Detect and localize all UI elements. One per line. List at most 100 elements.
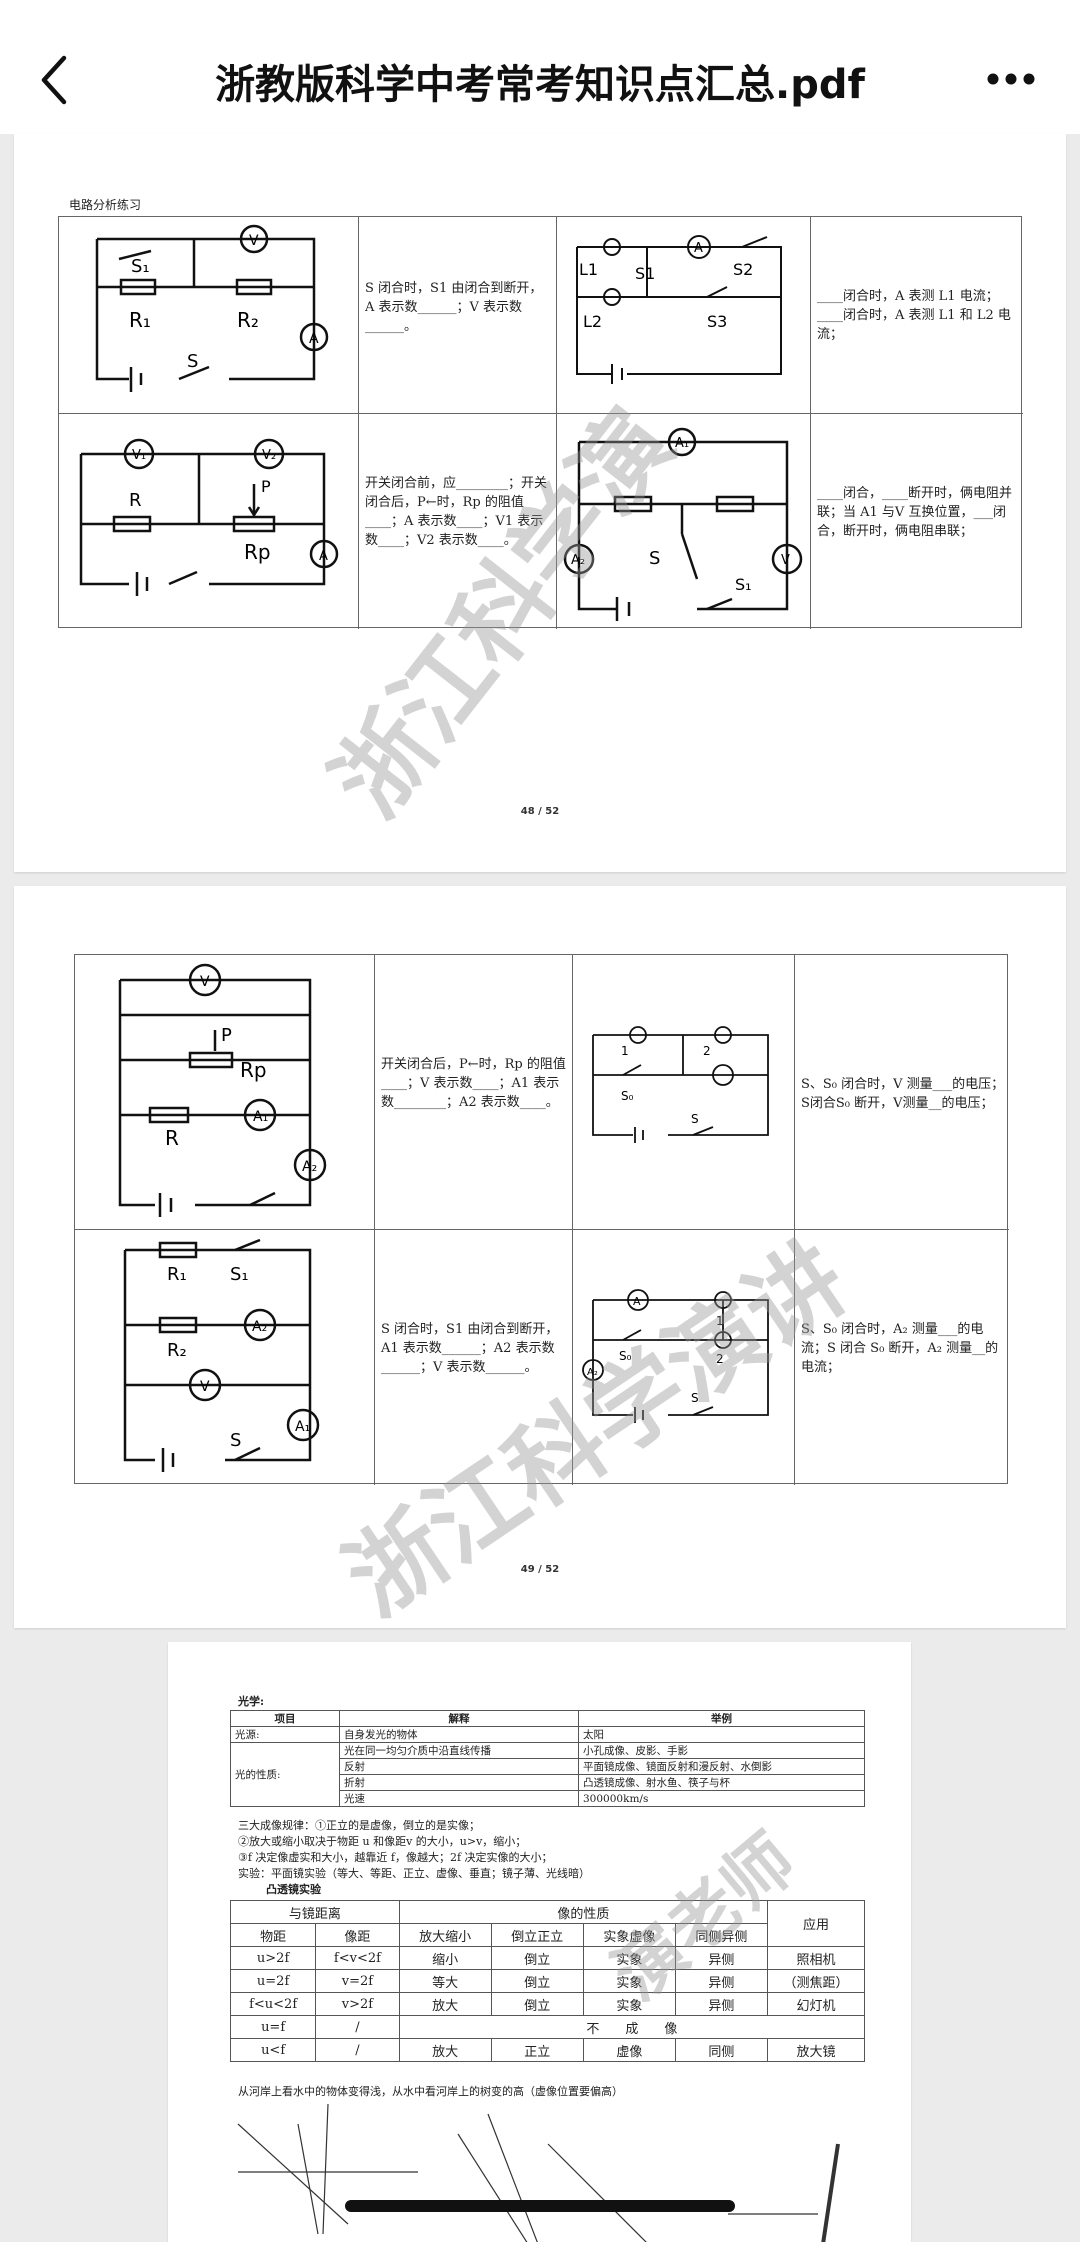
svg-text:A₂: A₂ (587, 1367, 598, 1378)
circuit-diagram-6: 1 2 S₀ S (592, 1026, 769, 1143)
circuit-diagram-4: A₁ A₂ V S S₁ (563, 427, 803, 621)
circuit-diagram-cell: 1 2 S₀ S (573, 955, 795, 1230)
svg-text:L2: L2 (583, 312, 602, 331)
svg-text:L1: L1 (579, 260, 598, 279)
svg-text:R₂: R₂ (237, 308, 259, 332)
question-text-8: S、S₀ 闭合时，A₂ 测量___的电流；S 闭合 S₀ 断开，A₂ 测量__的… (801, 1322, 999, 1375)
svg-text:A₂: A₂ (571, 553, 585, 568)
question-cell: 开关闭合前，应________；开关闭合后，P←时，Rp 的阻值____；A 表… (359, 414, 557, 629)
question-cell: S 闭合时，S1 由闭合到断开，A 表示数______；V 表示数______。 (359, 217, 557, 414)
svg-text:R₁: R₁ (129, 308, 151, 332)
table-row: 光源: 自身发光的物体 太阳 (230, 1726, 865, 1743)
circuit-diagram-7: R₁ S₁ R₂ A₂ V A₁ S (123, 1238, 320, 1472)
svg-text:S: S (230, 1430, 241, 1451)
pdf-page-50[interactable]: 光学: 项目 解释 举例 光源: 自身发光的物体 太阳 光的性质: 光在同一均匀… (168, 1642, 911, 2242)
svg-text:S: S (691, 1391, 699, 1405)
pdf-page-49[interactable]: V P Rp R A₁ A₂ 开关闭合后，P←时，Rp 的阻值____；V 表示… (14, 886, 1066, 1628)
circuit-diagram-cell: R₁ S₁ R₂ A₂ V A₁ S (75, 1230, 375, 1485)
question-text-7: S 闭合时，S1 由闭合到断开，A1 表示数______；A2 表示数_____… (381, 1322, 559, 1375)
svg-text:2: 2 (703, 1044, 711, 1058)
svg-text:S: S (649, 548, 660, 569)
question-cell: S 闭合时，S1 由闭合到断开，A1 表示数______；A2 表示数_____… (375, 1230, 573, 1485)
svg-text:R: R (129, 490, 142, 511)
ammeter-label: A (309, 331, 319, 347)
svg-text:S: S (691, 1112, 699, 1126)
svg-text:S₀: S₀ (621, 1089, 634, 1103)
question-text-1: S 闭合时，S1 由闭合到断开，A 表示数______；V 表示数______。 (365, 281, 543, 334)
svg-text:S₁: S₁ (735, 575, 752, 594)
circuit-diagram-cell: A L1 S1 S2 L2 S3 (557, 217, 811, 414)
question-text-3: 开关闭合前，应________；开关闭合后，P←时，Rp 的阻值____；A 表… (365, 476, 548, 548)
svg-text:A₁: A₁ (295, 1419, 310, 1435)
question-cell: ____闭合，____断开时，俩电阻并联；当 A1 与V 互换位置，___闭合，… (811, 414, 1023, 629)
section-heading: 光学: (238, 1695, 265, 1708)
circuit-diagram-cell: V₁ V₂ A R P Rp (59, 414, 359, 629)
circuit-diagram-cell: V P Rp R A₁ A₂ (75, 955, 375, 1230)
question-cell: ____闭合时，A 表测 L1 电流；____闭合时，A 表测 L1 和 L2 … (811, 217, 1023, 414)
optics-table: 项目 解释 举例 光源: 自身发光的物体 太阳 光的性质: 光在同一均匀介质中沿… (230, 1710, 865, 1807)
svg-text:V₂: V₂ (262, 448, 276, 463)
voltmeter-label: V (249, 233, 259, 249)
svg-text:S₁: S₁ (131, 256, 150, 277)
more-options-icon[interactable] (986, 72, 1036, 86)
top-bar: 浙教版科学中考常考知识点汇总.pdf (0, 0, 1080, 134)
circuit-diagram-cell: A₁ A₂ V S S₁ (557, 414, 811, 629)
svg-text:V: V (200, 1379, 210, 1395)
circuit-diagram-2: A L1 S1 S2 L2 S3 (576, 235, 782, 384)
question-cell: S、S₀ 闭合时，V 测量___的电压；S闭合S₀ 断开，V测量__的电压； (795, 955, 1009, 1230)
svg-text:A: A (694, 241, 703, 256)
svg-text:A₂: A₂ (252, 1319, 267, 1335)
svg-text:R₁: R₁ (167, 1264, 187, 1285)
svg-text:1: 1 (621, 1044, 629, 1058)
svg-text:S3: S3 (707, 312, 727, 331)
svg-text:2: 2 (716, 1352, 724, 1366)
page-number: 49 / 52 (520, 1564, 560, 1575)
svg-text:P: P (261, 477, 271, 496)
question-text-2: ____闭合时，A 表测 L1 电流；____闭合时，A 表测 L1 和 L2 … (817, 289, 1011, 342)
table-row: 光速 300000km/s (231, 1790, 865, 1807)
question-cell: 开关闭合后，P←时，Rp 的阻值____；V 表示数____；A1 表示数___… (375, 955, 573, 1230)
svg-text:P: P (221, 1025, 232, 1046)
svg-text:R: R (165, 1126, 179, 1150)
svg-text:S2: S2 (733, 260, 753, 279)
page-number: 48 / 52 (520, 806, 560, 817)
svg-text:V₁: V₁ (132, 448, 146, 463)
convex-lens-table: 与镜距离 像的性质 应用 物距 像距 放大缩小 倒立正立 实象虚像 同侧异侧 u… (229, 1900, 866, 2062)
table-row: 光的性质: 光在同一均匀介质中沿直线传播 小孔成像、皮影、手影 (230, 1742, 865, 1807)
section-title: 电路分析练习 (69, 198, 142, 212)
svg-text:V: V (200, 974, 210, 990)
svg-text:R₂: R₂ (167, 1340, 187, 1361)
circuit-table: V A S₁ R₁ R₂ S S 闭合时，S1 由闭合到断开，A 表示数____… (58, 216, 1023, 629)
table-row: u<f/放大正立虚像同侧放大镜 (229, 2038, 865, 2062)
refraction-note: 从河岸上看水中的物体变得浅，从水中看河岸上的树变的高（虚像位置要偏高） (238, 2085, 623, 2098)
home-indicator[interactable] (345, 2200, 735, 2212)
svg-text:A₂: A₂ (302, 1159, 317, 1175)
circuit-diagram-8: A 1 S₀ 2 A₂ S (582, 1289, 769, 1423)
circuit-diagram-1: V A S₁ R₁ R₂ S (95, 224, 329, 392)
refraction-diagrams (237, 2104, 840, 2242)
svg-text:S₀: S₀ (619, 1349, 632, 1363)
question-cell: S、S₀ 闭合时，A₂ 测量___的电流；S 闭合 S₀ 断开，A₂ 测量__的… (795, 1230, 1009, 1485)
svg-text:S₁: S₁ (230, 1264, 249, 1285)
svg-text:Rp: Rp (240, 1058, 267, 1082)
svg-text:S: S (187, 351, 198, 372)
circuit-diagram-3: V₁ V₂ A R P Rp (79, 438, 339, 596)
svg-text:A: A (633, 1295, 641, 1308)
circuit-diagram-cell: V A S₁ R₁ R₂ S (59, 217, 359, 414)
circuit-diagram-cell: A 1 S₀ 2 A₂ S (573, 1230, 795, 1485)
svg-text:Rp: Rp (244, 540, 271, 564)
document-title: 浙教版科学中考常考知识点汇总.pdf (215, 62, 865, 108)
svg-text:1: 1 (716, 1314, 724, 1328)
back-arrow-icon[interactable] (38, 54, 70, 106)
question-text-5: 开关闭合后，P←时，Rp 的阻值____；V 表示数____；A1 表示数___… (381, 1057, 566, 1110)
svg-text:A₁: A₁ (253, 1109, 268, 1125)
question-text-4: ____闭合，____断开时，俩电阻并联；当 A1 与V 互换位置，___闭合，… (817, 486, 1013, 539)
svg-text:A: A (319, 549, 328, 564)
imaging-rules: 三大成像规律：①正立的是虚像，倒立的是实像； ②放大或缩小取决于物距 u 和像距… (238, 1819, 590, 1896)
circuit-table: V P Rp R A₁ A₂ 开关闭合后，P←时，Rp 的阻值____；V 表示… (74, 954, 1009, 1485)
svg-text:V: V (781, 553, 790, 568)
pdf-page-48[interactable]: 电路分析练习 V A S₁ (14, 134, 1066, 872)
